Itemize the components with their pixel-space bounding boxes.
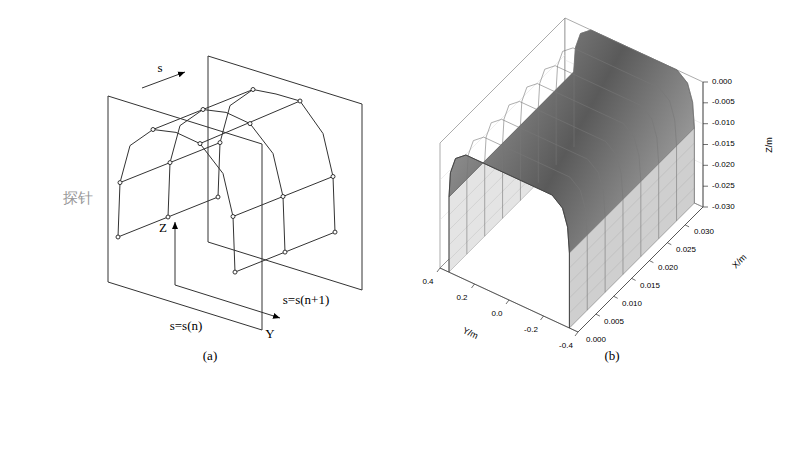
faint-note: 探针	[63, 190, 93, 207]
tick-label: -0.015	[712, 140, 735, 149]
axis-label: Y	[265, 327, 274, 341]
panel-label: (a)	[203, 349, 217, 363]
panel-label: (b)	[604, 349, 619, 363]
tick-label: 0.015	[640, 282, 660, 291]
tick-label: -0.005	[712, 98, 735, 107]
axis-label: Z	[159, 221, 167, 235]
tick-label: -0.2	[524, 326, 538, 335]
tick-label: 0.4	[422, 278, 433, 287]
tick-label: 0.025	[676, 246, 696, 255]
axis-title: Z/m	[765, 137, 775, 153]
tick-label: -0.020	[712, 161, 735, 170]
tick-label: 0.030	[694, 228, 714, 237]
tick-label: 0.2	[456, 294, 467, 303]
plane-label: s=s(n)	[170, 319, 203, 333]
tick-label: 0.000	[586, 336, 606, 345]
tick-label: 0.005	[604, 318, 624, 327]
tick-label: -0.025	[712, 182, 735, 191]
axis-label: s	[157, 61, 162, 75]
tick-label: -0.4	[559, 342, 573, 351]
tick-label: -0.030	[712, 203, 735, 212]
axis-title: X/m	[731, 253, 749, 271]
tick-label: 0.000	[712, 78, 732, 87]
axis-title: Y/m	[461, 326, 480, 342]
surface-plot-b	[437, 18, 708, 336]
schematic-a	[108, 56, 362, 330]
tick-label: 0.010	[622, 300, 642, 309]
tick-label: -0.010	[712, 119, 735, 128]
plane-label: s=s(n+1)	[283, 293, 329, 307]
tick-label: 0.0	[491, 310, 502, 319]
tick-label: 0.020	[658, 264, 678, 273]
